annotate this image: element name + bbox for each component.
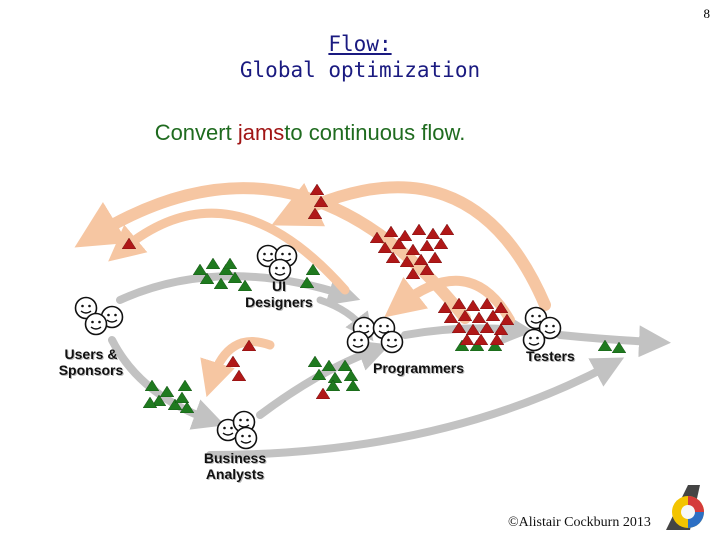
logo-icon — [666, 485, 704, 530]
flow-arrow-users-to-analysts — [108, 336, 226, 430]
face-cluster-icon-testers — [522, 306, 562, 352]
label-ui-designers: UI Designers — [243, 278, 315, 310]
label-users-sponsors: Users & Sponsors — [56, 346, 126, 378]
label-users-sponsors-line2: Sponsors — [58, 362, 124, 378]
page-title: Flow: — [328, 32, 392, 56]
label-business-analysts: Business Analysts — [202, 450, 268, 482]
label-users-sponsors-line1: Users & — [64, 346, 118, 362]
label-business-analysts-line1: Business — [203, 450, 267, 466]
subtitle-part2: to continuous flow. — [284, 120, 466, 145]
feedback-arrow-analysts — [200, 337, 275, 398]
page-title-line2: Global optimization — [239, 58, 481, 82]
label-testers: Testers — [526, 348, 575, 364]
feedback-arrow-left — [108, 208, 350, 295]
face-cluster-icon-analysts — [216, 410, 258, 450]
subtitle: Convert jamsto continuous flow. — [0, 120, 620, 146]
subtitle-highlight: jams — [237, 120, 285, 145]
label-ui-designers-line1: UI — [272, 278, 286, 294]
copyright: ©Alistair Cockburn 2013 — [508, 515, 651, 530]
feedback-arrow-top — [271, 181, 551, 311]
feedback-arrows — [74, 181, 551, 398]
flow-arrows — [108, 272, 671, 459]
label-business-analysts-line2: Analysts — [205, 466, 265, 482]
flow-arrow-users-to-ui — [116, 272, 361, 306]
subtitle-part1: Convert — [154, 120, 238, 145]
flow-arrow-testers-out — [556, 325, 671, 358]
label-ui-designers-line2: Designers — [245, 294, 313, 310]
label-programmers: Programmers — [373, 360, 465, 376]
face-cluster-icon-users — [74, 296, 124, 336]
flow-arrow-release — [206, 357, 625, 459]
page-number: 8 — [703, 6, 711, 21]
